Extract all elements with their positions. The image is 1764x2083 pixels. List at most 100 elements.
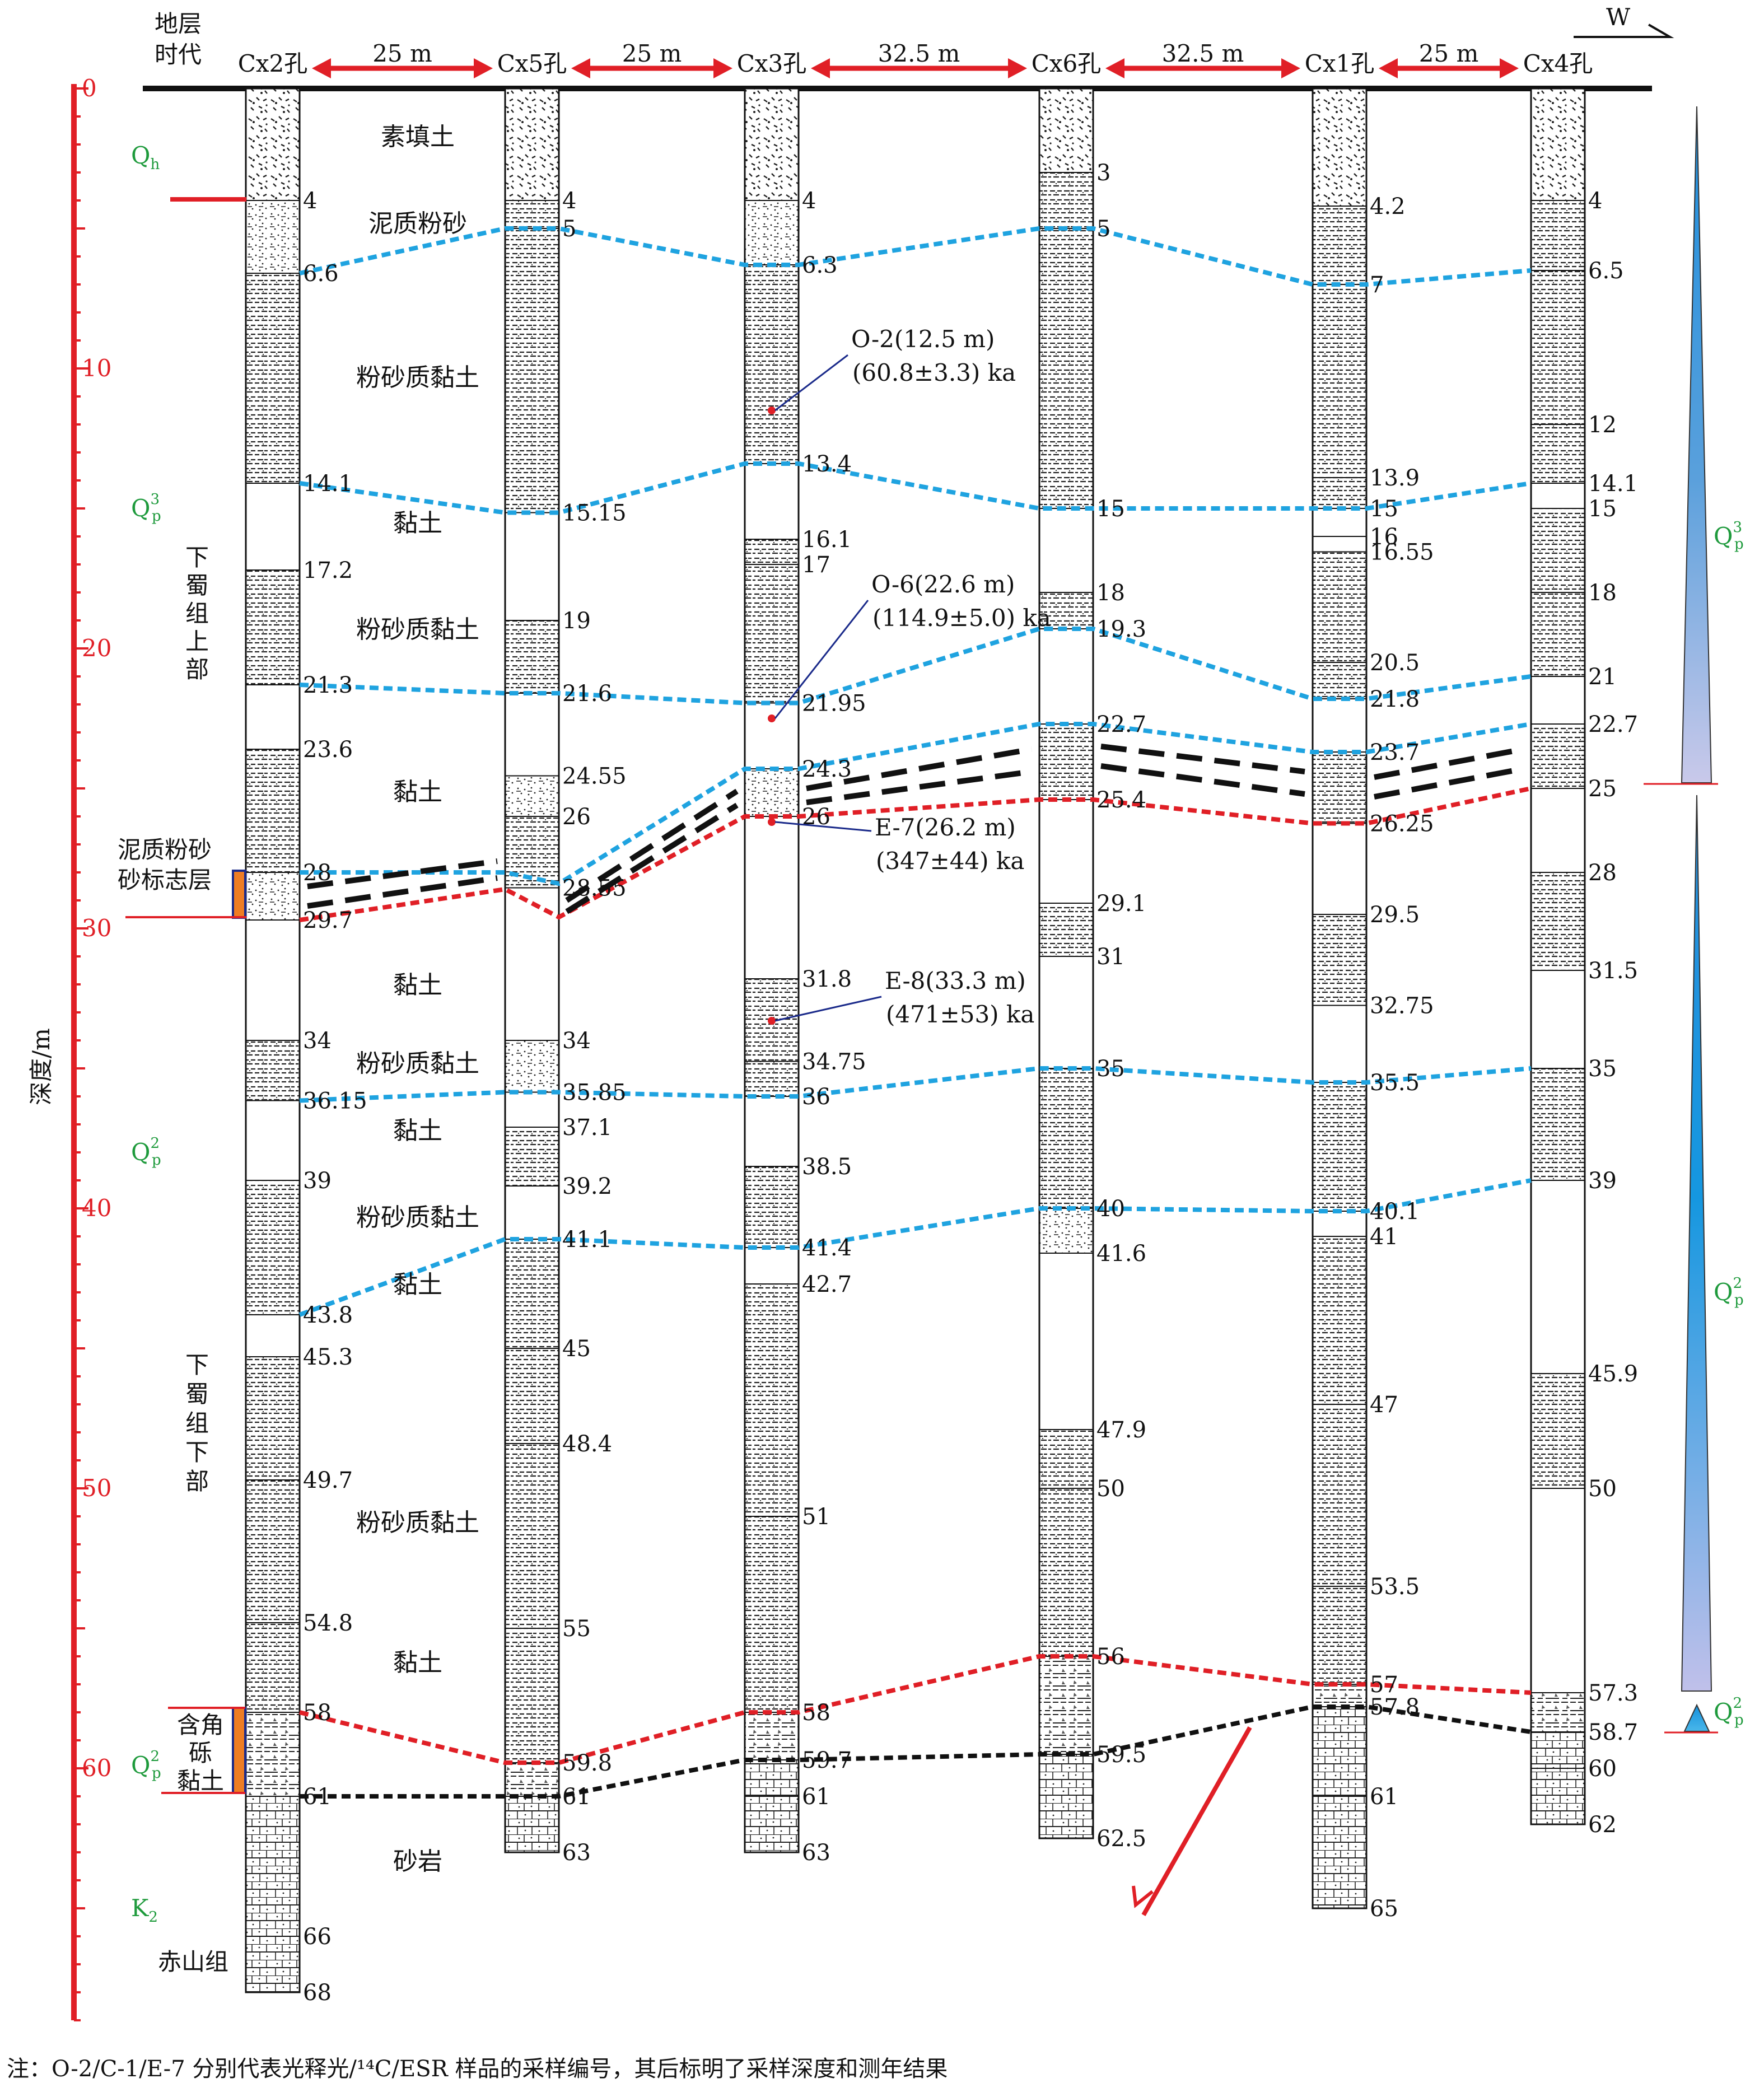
depth-label: 57 (1370, 1672, 1398, 1698)
lithology-band-fill (1039, 88, 1093, 172)
depth-label: 21.95 (802, 691, 866, 717)
depth-label: 51 (802, 1504, 830, 1530)
axis-tick-label: 40 (82, 1194, 111, 1222)
depth-label: 15 (1370, 496, 1398, 522)
depth-label: 29.5 (1370, 902, 1420, 928)
lithology-band-sand (745, 1760, 799, 1852)
lithology-band-fill (1531, 88, 1585, 200)
depth-label: 4 (802, 188, 816, 214)
depth-label: 43.8 (303, 1302, 353, 1328)
sample-age: (471±53) ka (886, 1001, 1034, 1028)
depth-label: 35.85 (562, 1080, 627, 1106)
borehole-cx1 (1312, 87, 1368, 1909)
depth-label: 62 (1588, 1812, 1617, 1838)
depth-label: 19 (562, 608, 591, 634)
borehole-outline (1312, 87, 1368, 1909)
depth-label: 58 (303, 1700, 332, 1726)
formation-lower-label: 下 蜀 组 下 部 (185, 1351, 209, 1495)
depth-label: 29.1 (1096, 891, 1146, 917)
depth-label: 39.2 (562, 1174, 612, 1199)
depth-label: 59.8 (562, 1750, 612, 1776)
correlation-line (300, 1704, 1532, 1799)
depth-label: 14.1 (303, 471, 353, 497)
depth-label: 35 (1096, 1056, 1125, 1082)
depth-label: 21.6 (562, 681, 612, 707)
borehole-outline (1530, 87, 1586, 1825)
depth-label: 28.55 (562, 876, 627, 902)
depth-label: 14.1 (1588, 471, 1638, 497)
layer-name: 粉砂质黏土 (356, 615, 479, 644)
sample-age: (347±44) ka (876, 847, 1024, 875)
depth-label: 37.1 (562, 1115, 612, 1141)
depth-label: 31.5 (1588, 958, 1638, 984)
sample-label: E-8(33.3 m) (885, 967, 1026, 994)
depth-label: 61 (303, 1784, 332, 1810)
lithology-band-silty (1313, 1236, 1366, 1684)
depth-label: 15 (1096, 496, 1125, 522)
lithology-band-silty (505, 1127, 559, 1186)
depth-label: 5 (1096, 216, 1110, 242)
svg-text:上: 上 (185, 628, 209, 655)
depth-axis-label: 深度/m (27, 1028, 55, 1105)
lithology-band-silty (745, 265, 799, 464)
spacing-arrow (1379, 58, 1519, 78)
borehole-name: Cx3孔 (737, 50, 807, 77)
depth-label: 32.75 (1370, 993, 1434, 1019)
lithology-band-silty (745, 979, 799, 1096)
lithology-band-silty (1531, 1068, 1585, 1180)
west-direction-label: W (1606, 3, 1631, 31)
axis-tick-label: 10 (82, 354, 111, 382)
correlation-line (298, 1178, 1532, 1317)
lithology-band-sand (505, 1796, 559, 1852)
svg-text:泥质粉砂: 泥质粉砂 (118, 836, 212, 863)
depth-label: 23.6 (303, 737, 353, 763)
borehole-cx2 (245, 87, 301, 1993)
lithology-band-silty (1039, 903, 1093, 956)
borehole-cx3 (744, 87, 800, 1853)
depth-label: 4 (1588, 188, 1602, 214)
depth-label: 41.4 (802, 1235, 852, 1261)
layer-name: 粉砂质黏土 (356, 1203, 479, 1232)
marker-bed-line (307, 875, 498, 909)
depth-label: 24.55 (562, 764, 627, 790)
svg-text:下: 下 (185, 1351, 209, 1379)
svg-text:砂标志层: 砂标志层 (118, 866, 212, 894)
correlation-line (300, 722, 1532, 886)
depth-label: 18 (1588, 580, 1617, 606)
lithology-band-silt (246, 200, 300, 273)
depth-label: 3 (1096, 160, 1110, 186)
lithology-band-sand (1313, 1707, 1366, 1908)
depth-label: 55 (562, 1616, 591, 1642)
svg-text:下: 下 (185, 1439, 209, 1466)
fault-arrow (1132, 1726, 1252, 1916)
depth-label: 49.7 (303, 1468, 353, 1493)
depth-label: 16.55 (1370, 540, 1434, 566)
depth-label: 35 (1588, 1056, 1617, 1082)
spacing-label: 25 m (1419, 40, 1479, 67)
depth-label: 56 (1096, 1644, 1125, 1670)
lithology-band-silt (246, 872, 300, 920)
layer-name: 黏土 (393, 971, 442, 1000)
borehole-name: Cx2孔 (238, 50, 308, 77)
lithology-band-silty (1039, 172, 1093, 508)
sample-label: O-6(22.6 m) (871, 571, 1015, 598)
marker-bed-line (1374, 746, 1524, 780)
layer-name: 粉砂质黏土 (356, 363, 479, 392)
lithology-band-silty (745, 539, 799, 703)
depth-label: 34 (303, 1028, 332, 1054)
lithology-band-gravel (1313, 1684, 1366, 1707)
marker-bed-line (1374, 766, 1524, 800)
depth-label: 58 (802, 1700, 830, 1726)
lithology-band-silty (745, 1284, 799, 1712)
depth-label: 35.5 (1370, 1070, 1420, 1096)
depth-label: 47 (1370, 1392, 1398, 1418)
lithology-band-silty (246, 1357, 300, 1712)
age-wedge-qp3 (1681, 106, 1712, 783)
borehole-outline (744, 87, 800, 1853)
depth-label: 41.1 (562, 1227, 612, 1253)
